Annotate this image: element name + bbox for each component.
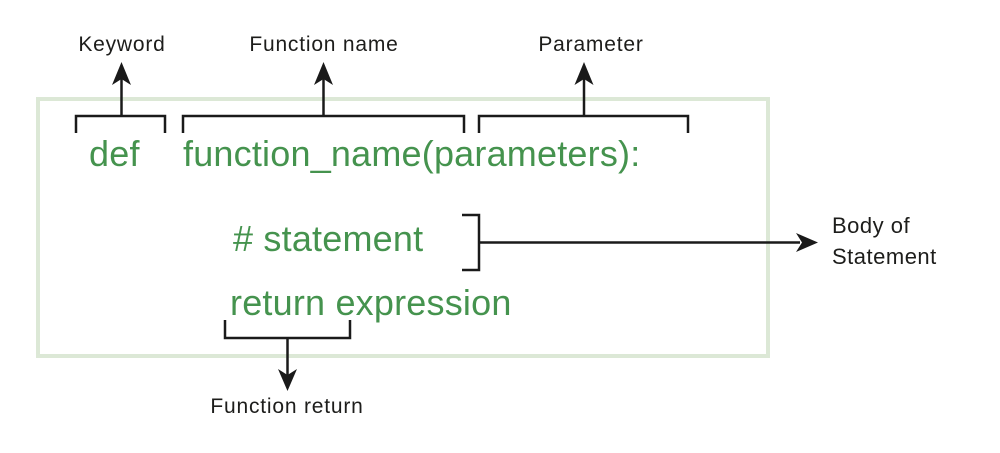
label-parameter: Parameter (538, 33, 644, 56)
code-keyword: def (89, 133, 140, 174)
return-arrowhead-icon (278, 369, 297, 391)
label-keyword: Keyword (78, 33, 166, 56)
parameter-arrowhead-icon (574, 62, 594, 85)
label-body-line1: Body of (832, 213, 911, 238)
label-function-name: Function name (249, 33, 399, 56)
code-statement: # statement (233, 218, 424, 259)
code-return: return expression (230, 282, 512, 323)
label-function-return: Function return (210, 395, 364, 418)
label-body-of-statement: Body of Statement (832, 210, 937, 272)
function-name-arrowhead-icon (314, 62, 333, 85)
body-arrowhead-icon (796, 233, 818, 252)
code-outline-box (36, 97, 770, 358)
keyword-arrowhead-icon (112, 62, 131, 85)
code-signature: function_name(parameters): (183, 133, 641, 174)
label-body-line2: Statement (832, 244, 937, 269)
